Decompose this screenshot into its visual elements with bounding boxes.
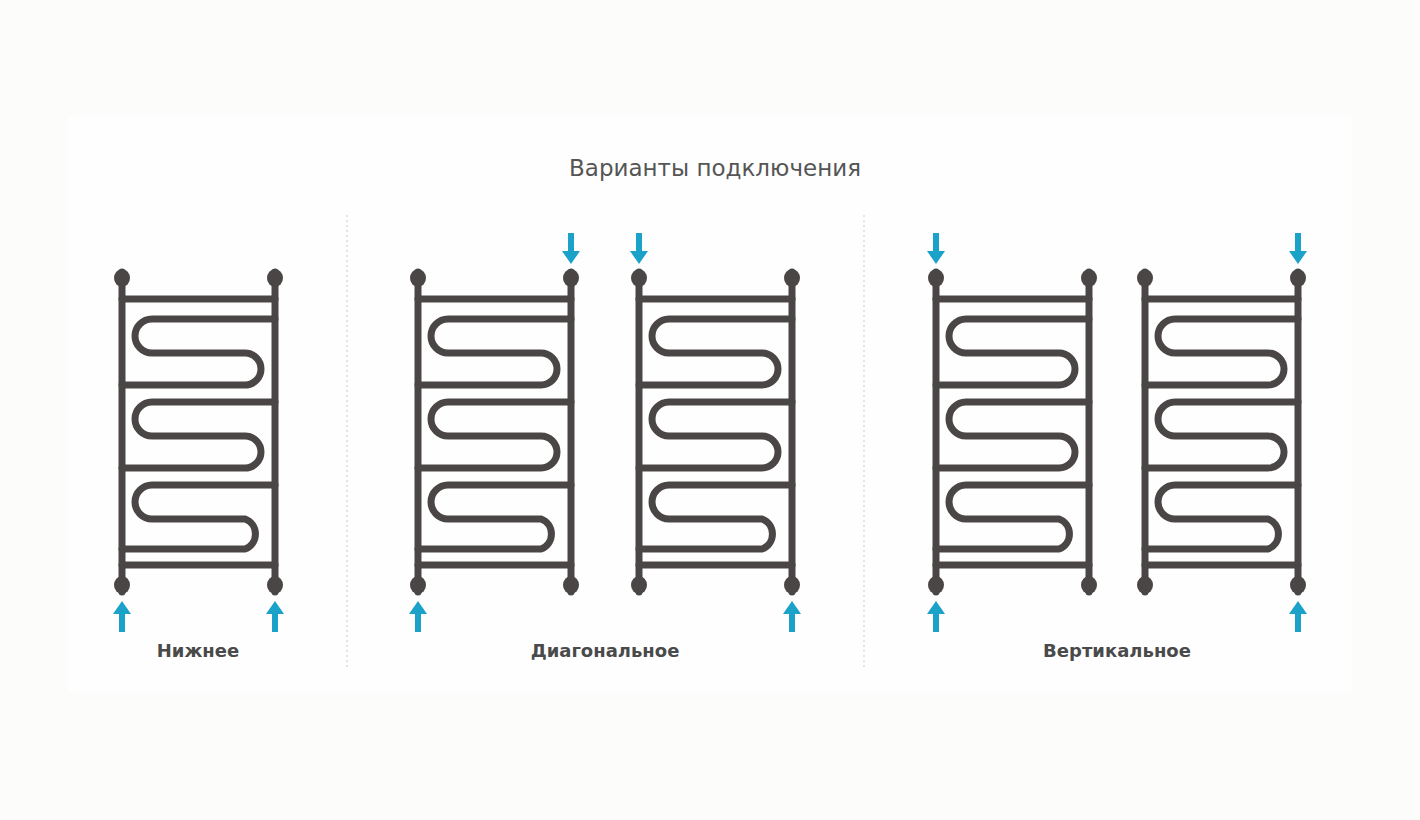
group-label: Диагональное — [531, 640, 680, 661]
group-label: Вертикальное — [1043, 640, 1191, 661]
group-label: Нижнее — [157, 640, 239, 661]
panel — [68, 115, 1352, 693]
diagram-title: Варианты подключения — [569, 155, 861, 181]
